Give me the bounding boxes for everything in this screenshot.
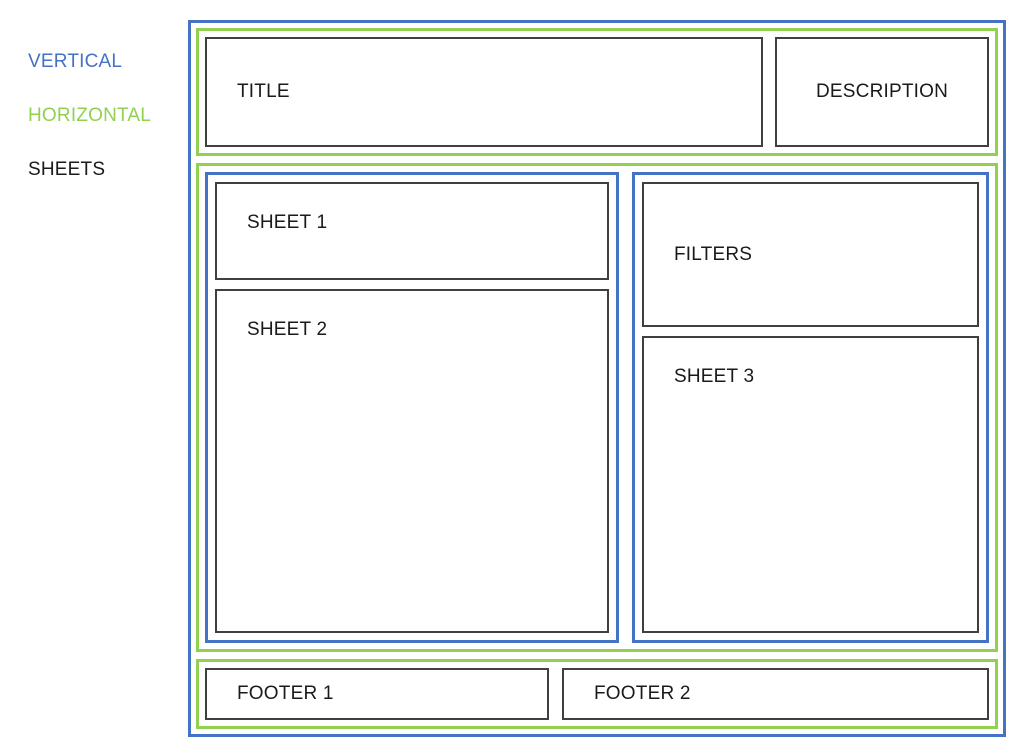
vertical-container-left: SHEET 1 SHEET 2 (205, 172, 619, 643)
title-box-label: TITLE (237, 81, 290, 102)
legend-item-sheets: SHEETS (28, 159, 106, 180)
sheet3-box-label: SHEET 3 (674, 366, 755, 387)
horizontal-container-footer: FOOTER 1 FOOTER 2 (196, 659, 998, 729)
sheet1-box-label: SHEET 1 (247, 212, 328, 233)
footer1-box-label: FOOTER 1 (237, 683, 334, 704)
sheet2-box-label: SHEET 2 (247, 319, 328, 340)
horizontal-container-header: TITLE DESCRIPTION (196, 28, 998, 156)
vertical-container-right: FILTERS SHEET 3 (632, 172, 989, 643)
title-box[interactable]: TITLE (205, 37, 763, 147)
description-box-label: DESCRIPTION (815, 81, 949, 102)
sheet3-box[interactable]: SHEET 3 (642, 336, 979, 633)
legend-item-vertical: VERTICAL (28, 51, 123, 72)
root-vertical-container: TITLE DESCRIPTION SHEET 1 SHEET 2 FILTER… (188, 20, 1006, 737)
footer1-box[interactable]: FOOTER 1 (205, 668, 549, 720)
filters-box-label: FILTERS (674, 243, 753, 265)
horizontal-container-body: SHEET 1 SHEET 2 FILTERS SHEET 3 (196, 163, 998, 652)
sheet2-box[interactable]: SHEET 2 (215, 289, 609, 633)
description-box[interactable]: DESCRIPTION (775, 37, 989, 147)
sheet1-box[interactable]: SHEET 1 (215, 182, 609, 280)
legend: VERTICAL HORIZONTAL SHEETS (28, 52, 183, 179)
footer2-box-label: FOOTER 2 (594, 683, 691, 704)
filters-box[interactable]: FILTERS (642, 182, 979, 327)
legend-item-horizontal: HORIZONTAL (28, 105, 152, 126)
footer2-box[interactable]: FOOTER 2 (562, 668, 989, 720)
